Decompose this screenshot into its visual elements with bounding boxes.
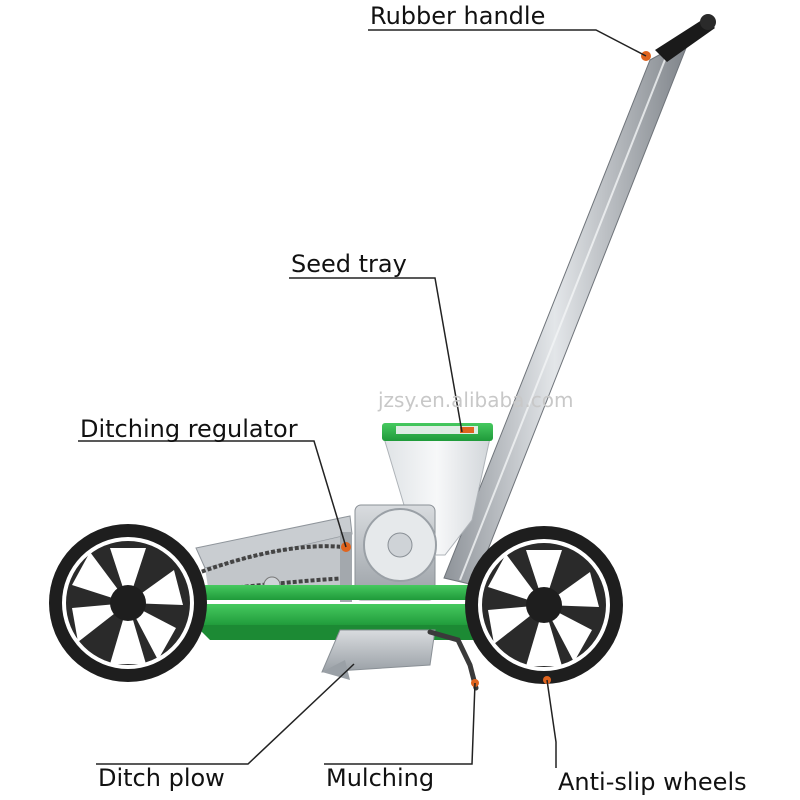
handle-pole bbox=[443, 36, 691, 586]
label-ditch-plow: Ditch plow bbox=[98, 764, 225, 792]
label-seed-tray: Seed tray bbox=[291, 250, 407, 278]
rubber-handle-grip bbox=[641, 14, 716, 62]
leader-seed-tray bbox=[289, 277, 463, 433]
label-rubber-handle: Rubber handle bbox=[370, 2, 546, 30]
leader-ditching-regulator bbox=[78, 440, 347, 548]
leader-anti-slip-wheels bbox=[546, 679, 557, 768]
label-mulching: Mulching bbox=[326, 764, 435, 792]
label-anti-slip-wheels: Anti-slip wheels bbox=[558, 768, 747, 796]
ditch-plow-blade bbox=[321, 629, 436, 680]
seed-hopper bbox=[382, 423, 493, 556]
left-wheel bbox=[49, 524, 207, 682]
leader-rubber-handle bbox=[368, 29, 647, 57]
label-ditching-regulator: Ditching regulator bbox=[80, 415, 298, 443]
watermark-text: jzsy.en.alibaba.com bbox=[378, 388, 574, 412]
chain-guard bbox=[195, 515, 353, 600]
leader-mulching bbox=[324, 682, 476, 765]
metering-housing bbox=[354, 504, 437, 601]
mulching-scraper bbox=[427, 629, 479, 691]
leader-ditch-plow bbox=[96, 663, 355, 765]
leader-lines bbox=[78, 29, 647, 768]
right-wheel bbox=[465, 526, 623, 684]
